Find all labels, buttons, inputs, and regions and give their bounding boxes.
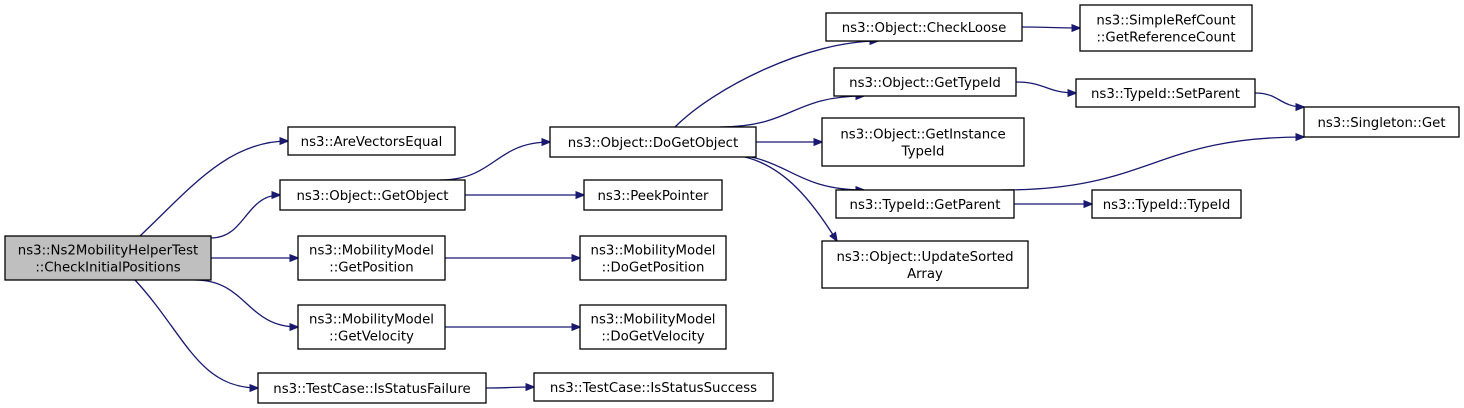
node-label: ns3::Object::UpdateSorted: [836, 250, 1013, 265]
edge-root-to-get-object: [210, 195, 280, 239]
node-label: ::GetPosition: [329, 261, 413, 276]
node-do-get-object[interactable]: ns3::Object::DoGetObject: [549, 126, 757, 158]
node-label: ::DoGetPosition: [602, 261, 705, 276]
node-get-parent[interactable]: ns3::TypeId::GetParent: [835, 189, 1015, 219]
node-label: ::GetVelocity: [329, 330, 414, 345]
edge-get-type-id-to-set-parent: [1015, 81, 1076, 93]
edge-root-to-are-vectors-equal: [139, 141, 288, 237]
node-box: [533, 372, 774, 402]
node-are-vectors-equal[interactable]: ns3::AreVectorsEqual: [287, 126, 456, 156]
node-label: ns3::TypeId::GetParent: [850, 198, 1001, 213]
node-get-reference-count[interactable]: ns3::SimpleRefCount::GetReferenceCount: [1079, 4, 1253, 52]
node-peek-pointer[interactable]: ns3::PeekPointer: [583, 179, 723, 211]
node-label: ns3::Object::GetObject: [296, 189, 448, 204]
node-is-status-failure[interactable]: ns3::TestCase::IsStatusFailure: [257, 372, 487, 404]
node-label: ns3::TestCase::IsStatusSuccess: [550, 381, 757, 396]
edges-layer: [134, 27, 1304, 388]
node-label: ns3::Object::GetTypeId: [849, 76, 1001, 91]
node-box: [579, 304, 727, 350]
node-label: ns3::MobilityModel: [591, 244, 716, 259]
node-label: ::DoGetVelocity: [601, 330, 704, 345]
node-label: ns3::PeekPointer: [597, 189, 709, 204]
node-box: [1091, 189, 1242, 219]
node-label: ns3::TypeId::SetParent: [1091, 87, 1240, 102]
node-label: ns3::Singleton::Get: [1317, 116, 1445, 131]
node-label: Array: [907, 267, 943, 282]
node-label: ns3::Object::CheckLoose: [842, 21, 1007, 36]
node-box: [1303, 106, 1460, 138]
node-label: ns3::SimpleRefCount: [1096, 14, 1235, 29]
node-label: ::GetReferenceCount: [1096, 31, 1235, 46]
node-label: ::CheckInitialPositions: [35, 261, 180, 276]
node-box: [583, 179, 723, 211]
node-box: [833, 67, 1017, 97]
edge-do-get-object-to-check-loose: [674, 41, 878, 128]
node-type-id[interactable]: ns3::TypeId::TypeId: [1091, 189, 1242, 219]
edge-get-parent-to-singleton-get: [1000, 137, 1304, 191]
node-label: ns3::Object::DoGetObject: [568, 136, 738, 151]
node-label: ns3::MobilityModel: [591, 313, 716, 328]
node-box: [279, 179, 466, 211]
node-get-object[interactable]: ns3::Object::GetObject: [279, 179, 466, 211]
nodes-layer: ns3::Ns2MobilityHelperTest::CheckInitial…: [4, 4, 1460, 404]
node-get-type-id[interactable]: ns3::Object::GetTypeId: [833, 67, 1017, 97]
node-get-velocity[interactable]: ns3::MobilityModel::GetVelocity: [297, 304, 446, 350]
node-label: ns3::Ns2MobilityHelperTest: [18, 244, 198, 259]
edge-get-object-to-do-get-object: [439, 142, 550, 181]
node-set-parent[interactable]: ns3::TypeId::SetParent: [1075, 78, 1256, 108]
node-label: ns3::TypeId::TypeId: [1103, 198, 1231, 213]
node-label: ns3::MobilityModel: [309, 313, 434, 328]
edge-check-loose-to-get-reference-count: [1021, 27, 1080, 28]
node-box: [579, 235, 727, 281]
node-box: [825, 12, 1023, 42]
edge-do-get-object-to-get-type-id: [719, 96, 864, 128]
node-do-get-position[interactable]: ns3::MobilityModel::DoGetPosition: [579, 235, 727, 281]
node-check-loose[interactable]: ns3::Object::CheckLoose: [825, 12, 1023, 42]
node-box: [821, 117, 1025, 167]
node-label: ns3::Object::GetInstance: [840, 128, 1005, 143]
node-box: [4, 235, 212, 281]
node-singleton-get[interactable]: ns3::Singleton::Get: [1303, 106, 1460, 138]
node-box: [287, 126, 456, 156]
node-box: [1079, 4, 1253, 52]
node-box: [835, 189, 1015, 219]
node-label: ns3::MobilityModel: [309, 244, 434, 259]
node-box: [549, 126, 757, 158]
node-box: [297, 235, 446, 281]
node-box: [1075, 78, 1256, 108]
node-is-status-success[interactable]: ns3::TestCase::IsStatusSuccess: [533, 372, 774, 402]
edge-do-get-object-to-update-sorted-array: [744, 156, 837, 241]
edge-root-to-is-status-failure: [134, 279, 258, 388]
node-root[interactable]: ns3::Ns2MobilityHelperTest::CheckInitial…: [4, 235, 212, 281]
edge-root-to-get-velocity: [194, 279, 298, 327]
node-label: TypeId: [901, 145, 945, 160]
node-get-position[interactable]: ns3::MobilityModel::GetPosition: [297, 235, 446, 281]
node-box: [821, 240, 1029, 289]
node-box: [297, 304, 446, 350]
edge-set-parent-to-singleton-get: [1254, 92, 1304, 107]
edge-is-status-failure-to-is-status-success: [485, 387, 534, 388]
node-box: [257, 372, 487, 404]
node-label: ns3::AreVectorsEqual: [301, 135, 443, 150]
node-do-get-velocity[interactable]: ns3::MobilityModel::DoGetVelocity: [579, 304, 727, 350]
node-label: ns3::TestCase::IsStatusFailure: [273, 382, 470, 397]
